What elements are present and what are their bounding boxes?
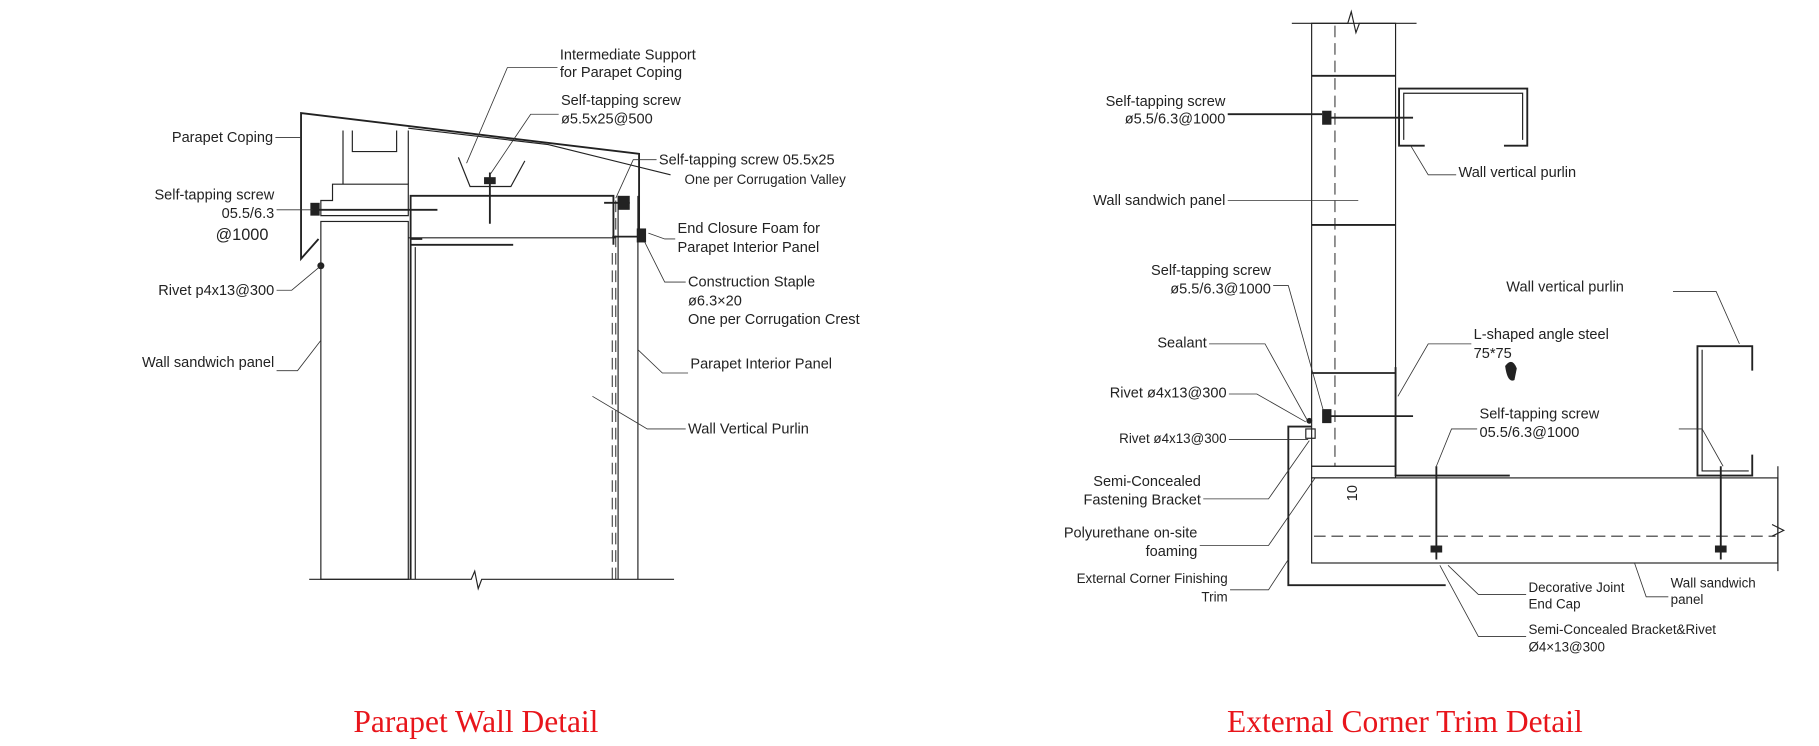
svg-text:Self-tapping screw: Self-tapping screw xyxy=(561,93,681,109)
svg-text:for Parapet Coping: for Parapet Coping xyxy=(560,65,682,81)
svg-text:Wall Vertical Purlin: Wall Vertical Purlin xyxy=(688,422,809,438)
label-wall-panel2: Wall sandwich panel xyxy=(1634,562,1756,607)
svg-text:End Closure Foam for: End Closure Foam for xyxy=(678,221,821,237)
vertical-wall-panel-shape xyxy=(1311,22,1397,467)
svg-text:Decorative Joint: Decorative Joint xyxy=(1528,580,1624,595)
label-foaming: Polyurethane on-site foaming xyxy=(1064,477,1316,560)
svg-text:05.5/6.3@1000: 05.5/6.3@1000 xyxy=(1479,425,1579,441)
external-corner-trim-detail: 10 Self-tapping screw ø5.5/6.3@1000 W xyxy=(1064,9,1786,739)
hand-cursor-icon xyxy=(1505,361,1517,381)
svg-text:ø6.3×20: ø6.3×20 xyxy=(688,293,742,309)
svg-text:Wall sandwich panel: Wall sandwich panel xyxy=(142,355,274,371)
label-end-cap: Decorative Joint End Cap xyxy=(1447,565,1625,611)
svg-text:Wall vertical purlin: Wall vertical purlin xyxy=(1506,279,1624,295)
svg-text:Wall sandwich panel: Wall sandwich panel xyxy=(1093,193,1225,209)
label-screw-mid: Self-tapping screw ø5.5/6.3@1000 xyxy=(1151,263,1324,411)
label-screw-top: Self-tapping screw ø5.5/6.3@1000 xyxy=(1106,94,1323,128)
parapet-coping-shape xyxy=(300,112,641,262)
svg-text:Sealant: Sealant xyxy=(1157,335,1206,351)
top-break-line xyxy=(1291,9,1417,35)
top-purlin-shape xyxy=(1398,87,1529,147)
label-bracket: Semi-Concealed Fastening Bracket xyxy=(1084,440,1310,509)
label-parapet-coping: Parapet Coping xyxy=(172,130,302,146)
label-wall-panel: Wall sandwich panel xyxy=(142,340,322,371)
svg-text:Self-tapping screw 05.5x25: Self-tapping screw 05.5x25 xyxy=(659,152,835,168)
svg-text:Semi-Concealed Bracket&Rivet: Semi-Concealed Bracket&Rivet xyxy=(1528,622,1716,637)
label-trim: External Corner Finishing Trim xyxy=(1077,559,1289,604)
svg-text:Parapet Interior Panel: Parapet Interior Panel xyxy=(678,240,820,256)
svg-text:Intermediate Support: Intermediate Support xyxy=(560,47,696,63)
svg-text:Parapet Coping: Parapet Coping xyxy=(172,130,273,146)
label-end-closure: End Closure Foam for Parapet Interior Pa… xyxy=(648,221,820,256)
screw-icons xyxy=(310,172,647,270)
label-interior-panel: Parapet Interior Panel xyxy=(637,349,832,374)
label-construction-staple: Construction Staple ø6.3×20 One per Corr… xyxy=(644,242,860,328)
label-intermediate-support: Intermediate Support for Parapet Coping xyxy=(466,47,696,164)
svg-text:Wall sandwich: Wall sandwich xyxy=(1671,575,1756,590)
label-purlin-top: Wall vertical purlin xyxy=(1410,145,1577,181)
screw-icons xyxy=(1305,110,1727,560)
svg-text:Self-tapping screw: Self-tapping screw xyxy=(1106,94,1226,110)
angle-steel-shape xyxy=(1394,367,1510,477)
label-bracket-rivet: Semi-Concealed Bracket&Rivet Ø4×13@300 xyxy=(1439,565,1716,655)
label-screw-left: Self-tapping screw 05.5/6.3 @1000 xyxy=(154,187,313,244)
svg-text:Polyurethane on-site: Polyurethane on-site xyxy=(1064,525,1198,541)
label-angle-steel: L-shaped angle steel 75*75 xyxy=(1397,327,1609,397)
wall-sandwich-panel-shape xyxy=(320,220,409,580)
label-vertical-purlin: Wall Vertical Purlin xyxy=(592,395,809,438)
svg-text:@1000: @1000 xyxy=(216,226,269,244)
label-purlin-right: Wall vertical purlin xyxy=(1506,279,1740,345)
svg-text:panel: panel xyxy=(1671,592,1704,607)
label-rivet2: Rivet ø4x13@300 xyxy=(1119,431,1309,446)
horizontal-wall-panel-shape xyxy=(1311,466,1786,572)
wall-purlin-shape xyxy=(408,194,639,580)
svg-text:One per Corrugation Crest: One per Corrugation Crest xyxy=(688,312,860,328)
svg-text:Fastening Bracket: Fastening Bracket xyxy=(1084,493,1201,509)
parapet-wall-title: Parapet Wall Detail xyxy=(353,704,598,739)
dimension-10: 10 xyxy=(1345,485,1361,501)
label-screw-right: Self-tapping screw 05.5x25 One per Corru… xyxy=(615,152,847,199)
svg-text:Rivet ø4x13@300: Rivet ø4x13@300 xyxy=(1119,431,1226,446)
label-sealant: Sealant xyxy=(1157,335,1308,420)
base-line xyxy=(309,569,675,591)
svg-text:Self-tapping screw: Self-tapping screw xyxy=(154,187,274,203)
svg-text:Self-tapping screw: Self-tapping screw xyxy=(1151,263,1271,279)
svg-text:Self-tapping screw: Self-tapping screw xyxy=(1479,406,1599,422)
svg-text:Construction Staple: Construction Staple xyxy=(688,275,815,291)
svg-text:L-shaped angle steel: L-shaped angle steel xyxy=(1474,327,1609,343)
svg-text:Rivet p4x13@300: Rivet p4x13@300 xyxy=(158,283,274,299)
corner-trim-shape xyxy=(1287,425,1446,587)
svg-text:ø5.5/6.3@1000: ø5.5/6.3@1000 xyxy=(1170,282,1271,298)
label-wall-panel: Wall sandwich panel xyxy=(1093,193,1359,209)
svg-text:ø5.5/6.3@1000: ø5.5/6.3@1000 xyxy=(1125,112,1226,128)
svg-text:05.5/6.3: 05.5/6.3 xyxy=(222,206,275,222)
foam-block xyxy=(320,130,409,217)
svg-text:ø5.5x25@500: ø5.5x25@500 xyxy=(561,112,653,128)
parapet-wall-detail: Intermediate Support for Parapet Coping … xyxy=(142,47,860,739)
svg-text:Parapet Interior Panel: Parapet Interior Panel xyxy=(690,356,832,372)
svg-text:Wall vertical purlin: Wall vertical purlin xyxy=(1459,165,1577,181)
label-rivet1: Rivet ø4x13@300 xyxy=(1110,385,1307,423)
foam-band xyxy=(1311,465,1397,479)
label-screw-low: Self-tapping screw 05.5/6.3@1000 xyxy=(1435,406,1724,467)
svg-text:Rivet ø4x13@300: Rivet ø4x13@300 xyxy=(1110,385,1227,401)
svg-text:Ø4×13@300: Ø4×13@300 xyxy=(1528,640,1605,655)
right-purlin-shape xyxy=(1696,345,1754,477)
external-corner-title: External Corner Trim Detail xyxy=(1227,704,1583,739)
svg-text:Trim: Trim xyxy=(1201,589,1227,604)
svg-text:End Cap: End Cap xyxy=(1528,596,1580,611)
svg-text:Semi-Concealed: Semi-Concealed xyxy=(1093,474,1201,490)
label-rivet: Rivet p4x13@300 xyxy=(158,265,322,299)
label-screw-top: Self-tapping screw ø5.5x25@500 xyxy=(489,93,681,176)
svg-text:75*75: 75*75 xyxy=(1474,346,1512,362)
svg-text:One per Corrugation Valley: One per Corrugation Valley xyxy=(685,172,847,187)
svg-text:External Corner Finishing: External Corner Finishing xyxy=(1077,571,1228,586)
svg-text:foaming: foaming xyxy=(1146,544,1198,560)
coping-support xyxy=(408,127,671,188)
